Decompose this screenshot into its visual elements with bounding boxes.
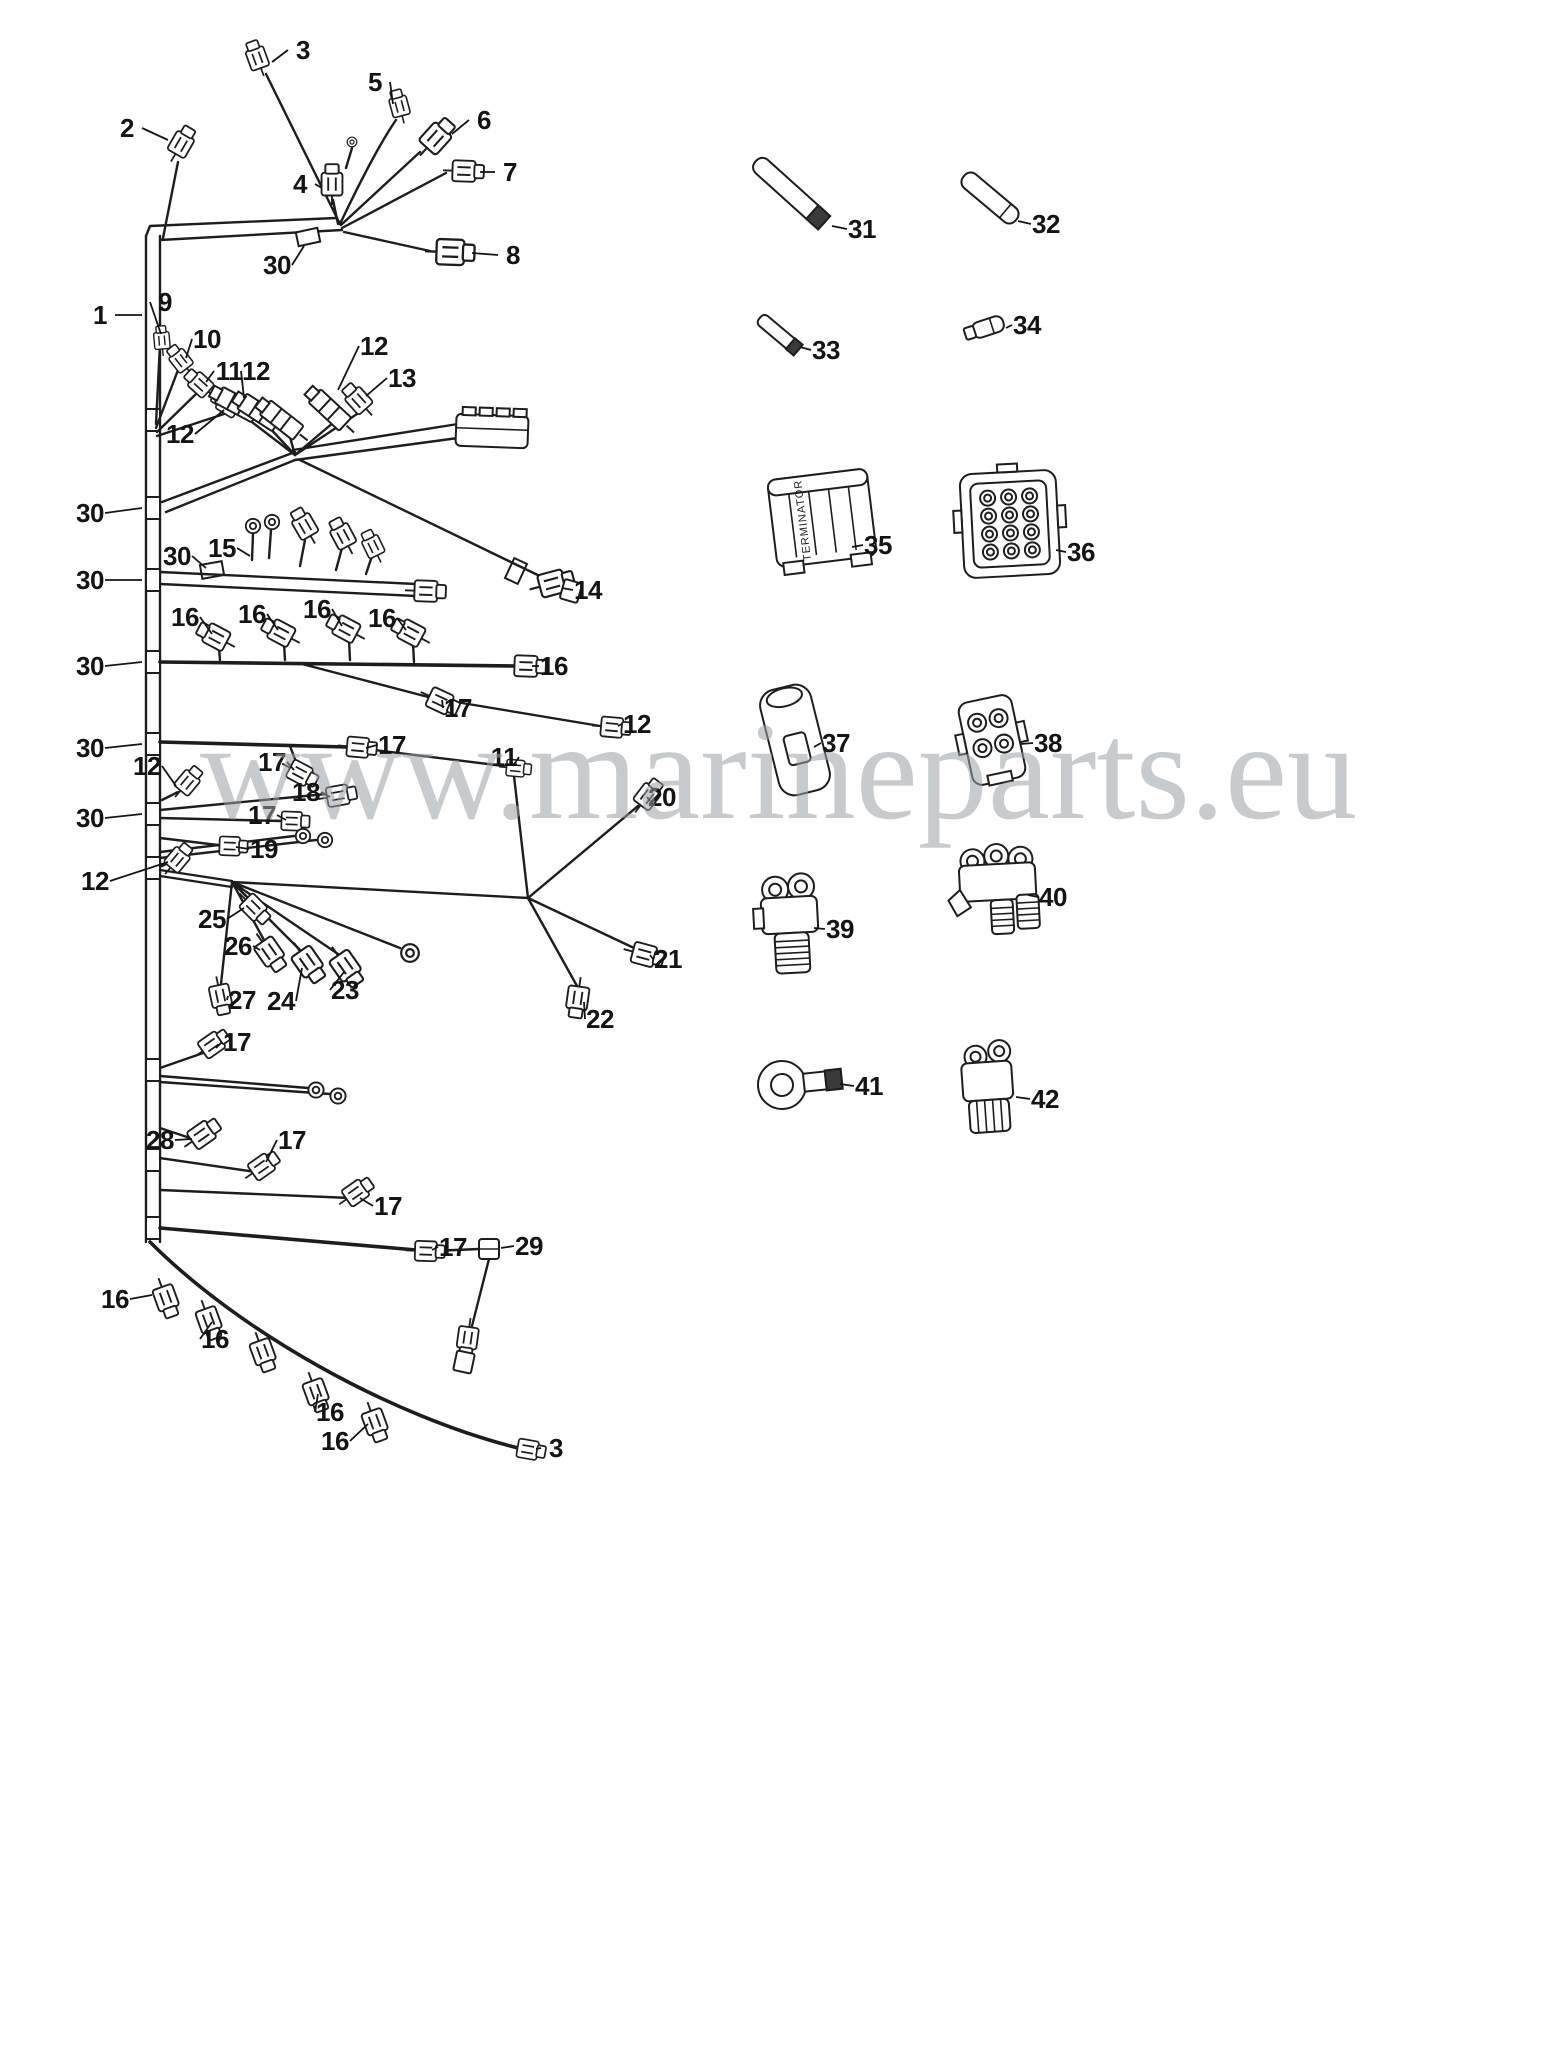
connector	[320, 163, 344, 206]
part-41-ring-terminal	[757, 1060, 844, 1110]
connector	[441, 158, 486, 184]
part-32-sleeve	[960, 171, 1020, 225]
part-38-connector	[954, 694, 1030, 787]
connector	[385, 87, 414, 127]
part-39-connector	[752, 872, 820, 975]
connector	[497, 757, 533, 779]
ring-terminal	[316, 831, 334, 849]
harness-wires	[148, 72, 640, 1450]
connector	[357, 526, 390, 568]
ring-terminal	[329, 1087, 347, 1105]
part-34-clip	[962, 315, 1005, 341]
connector	[324, 514, 363, 560]
ring-terminal	[263, 513, 281, 531]
connector	[356, 1397, 393, 1446]
connector	[257, 613, 306, 654]
connector	[619, 938, 667, 971]
connector	[161, 122, 200, 168]
connector	[241, 37, 274, 81]
connector	[188, 1025, 234, 1066]
connector	[415, 681, 464, 720]
connector	[387, 613, 436, 654]
connector	[244, 1327, 281, 1376]
connector	[147, 1273, 184, 1322]
connector	[626, 774, 668, 820]
connector	[167, 762, 207, 804]
connector	[410, 113, 460, 165]
part-36-connector-block	[952, 462, 1068, 579]
connector	[506, 1435, 548, 1463]
connector	[590, 714, 633, 740]
connector	[404, 1239, 446, 1263]
ring-terminal	[400, 943, 420, 963]
part-35-terminator-relay: TERMINATOR	[766, 468, 877, 577]
ring-terminal	[294, 827, 312, 845]
ring-terminal	[244, 517, 262, 535]
connector	[563, 974, 592, 1021]
part-42-connector	[960, 1039, 1015, 1134]
connector	[503, 653, 548, 679]
connector	[192, 617, 241, 658]
multi-pin-connector	[454, 405, 530, 450]
connector	[238, 1147, 284, 1188]
part-40-connector	[947, 843, 1041, 936]
connector	[297, 1367, 334, 1416]
connector	[452, 1349, 476, 1375]
harness-connectors	[147, 37, 668, 1463]
part-37-connector-cover	[759, 683, 831, 797]
connector	[209, 835, 249, 857]
connector	[322, 609, 371, 650]
part-33-sleeve	[756, 313, 805, 357]
part-31-sleeve	[752, 156, 832, 231]
connector	[423, 237, 477, 267]
connector	[276, 753, 322, 792]
connector	[332, 1173, 378, 1214]
connector	[315, 781, 360, 810]
loose-parts: TERMINATOR	[752, 156, 1068, 1134]
wire-loop	[346, 136, 358, 148]
connector	[478, 1238, 500, 1260]
ring-terminal	[307, 1081, 325, 1099]
